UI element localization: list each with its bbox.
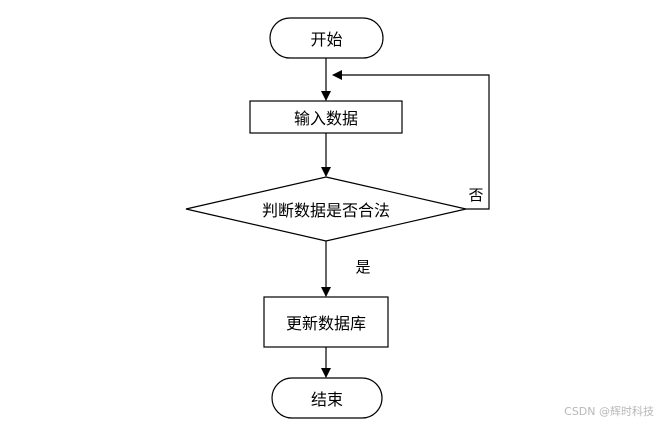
watermark-text: CSDN @辉时科技 bbox=[564, 405, 654, 418]
update-label: 更新数据库 bbox=[285, 314, 366, 333]
update-box-shape bbox=[263, 296, 389, 348]
end-label: 结束 bbox=[310, 390, 343, 409]
input-box-shape bbox=[249, 100, 403, 134]
no-branch-label: 否 bbox=[468, 185, 484, 204]
start-label: 开始 bbox=[310, 30, 343, 49]
yes-branch-label: 是 bbox=[355, 257, 371, 276]
no-branch-loop bbox=[332, 70, 490, 210]
input-label: 输入数据 bbox=[293, 109, 358, 128]
end-terminator-shape bbox=[271, 377, 383, 419]
decision-label: 判断数据是否合法 bbox=[261, 201, 390, 220]
